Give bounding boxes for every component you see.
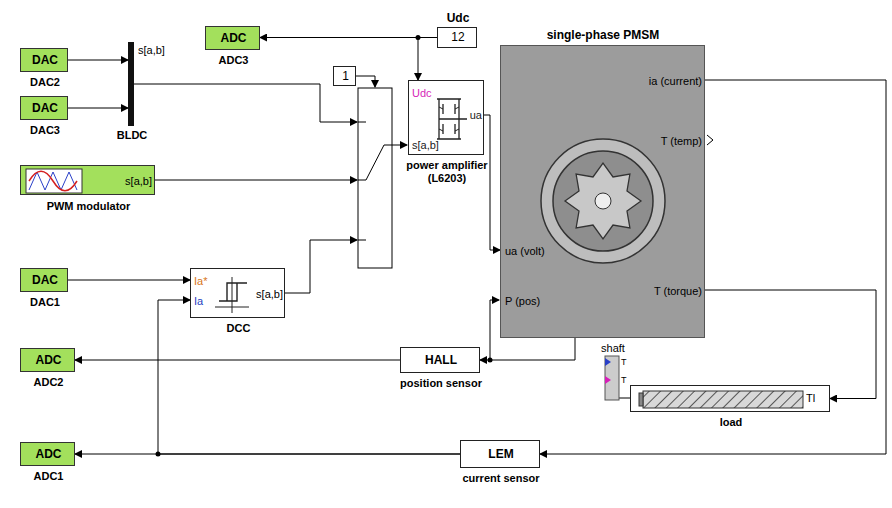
signal-connector <box>705 290 876 399</box>
block-text: Udc <box>447 12 470 25</box>
port-label: ua (volt) <box>505 245 545 258</box>
port-label: shaft <box>601 342 625 355</box>
block-text: LEM <box>488 448 513 461</box>
multiport-switch <box>358 88 392 268</box>
port-label: Tl <box>806 392 815 405</box>
dac-block: DACDAC2 <box>20 48 68 72</box>
current-controller: Ia*Ias[a,b]DCC <box>190 268 285 318</box>
block-name: power amplifier (L6203) <box>391 159 503 185</box>
pwm-block-icon <box>26 169 82 193</box>
port-label: ia (current) <box>649 75 702 88</box>
signal-connector <box>418 38 437 81</box>
junction-dot <box>156 35 493 457</box>
multiport-switch <box>358 88 392 268</box>
port-label: Udc <box>412 87 432 100</box>
signal-wire <box>155 180 357 181</box>
port-label: T <box>621 375 627 385</box>
pwm-block: s[a,b]PWM modulator <box>20 165 155 195</box>
block-text: DAC <box>32 102 58 115</box>
motor-shaft <box>605 358 611 366</box>
signal-wire <box>707 135 713 145</box>
constant-block: 1 <box>333 66 356 86</box>
port-label: s[a,b] <box>256 288 283 301</box>
motor-shaft <box>605 356 619 400</box>
load-block-icon <box>639 391 803 408</box>
signal-connector <box>68 108 128 109</box>
port-label: T (temp) <box>661 135 702 148</box>
block-name: current sensor <box>462 472 539 485</box>
block-text: ADC <box>221 32 247 45</box>
signal-wire <box>392 145 407 146</box>
block-text: single-phase PMSM <box>547 29 660 42</box>
signal-connector <box>68 60 128 61</box>
power-amplifier-icon <box>437 99 467 139</box>
block-name: PWM modulator <box>47 200 131 213</box>
sensor-block: LEMcurrent sensor <box>460 440 540 468</box>
block-name: position sensor <box>400 377 482 390</box>
load-block: load <box>630 385 830 412</box>
motor-block: single-phase PMSMua (volt)P (pos)ia (cur… <box>500 45 705 338</box>
multiport-switch <box>358 122 392 240</box>
port-label: s[a,b] <box>125 175 152 188</box>
motor-block-icon <box>541 139 665 263</box>
adc-block: ADCADC1 <box>20 442 75 466</box>
block-name: DAC1 <box>30 296 60 309</box>
block-name: load <box>720 416 743 429</box>
motor-shaft <box>605 356 619 400</box>
dac-block: DACDAC3 <box>20 96 68 120</box>
block-name: ADC3 <box>219 54 249 67</box>
sensor-block: HALLposition sensor <box>400 347 480 373</box>
constant-block: Udc12 <box>437 27 477 48</box>
motor-shaft <box>605 376 611 384</box>
port-label: P (pos) <box>505 295 540 308</box>
port-label: Ia* <box>194 275 207 288</box>
block-name: DCC <box>227 322 251 335</box>
signal-connector <box>484 115 500 250</box>
block-text: DAC <box>32 54 58 67</box>
current-controller-icon <box>215 277 249 313</box>
block-name: BLDC <box>117 129 148 142</box>
signal-connector <box>68 280 190 281</box>
block-text: HALL <box>425 354 457 367</box>
block-text: ADC <box>36 354 62 367</box>
adc-block: ADCADC2 <box>20 348 75 372</box>
port-label: Ia <box>194 295 203 308</box>
block-text: DAC <box>32 274 58 287</box>
signal-connector <box>260 37 437 38</box>
block-name: ADC2 <box>34 376 64 389</box>
signal-wire <box>285 240 357 293</box>
block-name: DAC3 <box>30 124 60 137</box>
load-block-icon <box>631 386 831 413</box>
bus-label: s[a,b] <box>138 44 165 57</box>
value-text: 1 <box>342 70 349 83</box>
block-name: DAC2 <box>30 76 60 89</box>
block-text: ADC <box>36 448 62 461</box>
signal-wire <box>356 76 375 87</box>
port-label: T <box>621 357 627 367</box>
adc-block: ADCADC3 <box>205 26 260 50</box>
block-name: ADC1 <box>34 470 64 483</box>
signal-wire <box>619 398 630 399</box>
port-label: ua <box>470 109 482 122</box>
signal-connector <box>75 360 400 361</box>
signal-wire <box>134 84 357 122</box>
power-amplifier: Udcs[a,b]uapower amplifier (L6203) <box>408 80 484 155</box>
value-text: 12 <box>451 31 464 44</box>
port-label: s[a,b] <box>412 139 439 152</box>
port-label: T (torque) <box>654 285 702 298</box>
mux-bar: BLDC <box>128 42 134 126</box>
signal-connector <box>480 338 575 360</box>
signal-wire <box>490 300 499 360</box>
dac-block: DACDAC1 <box>20 268 68 292</box>
